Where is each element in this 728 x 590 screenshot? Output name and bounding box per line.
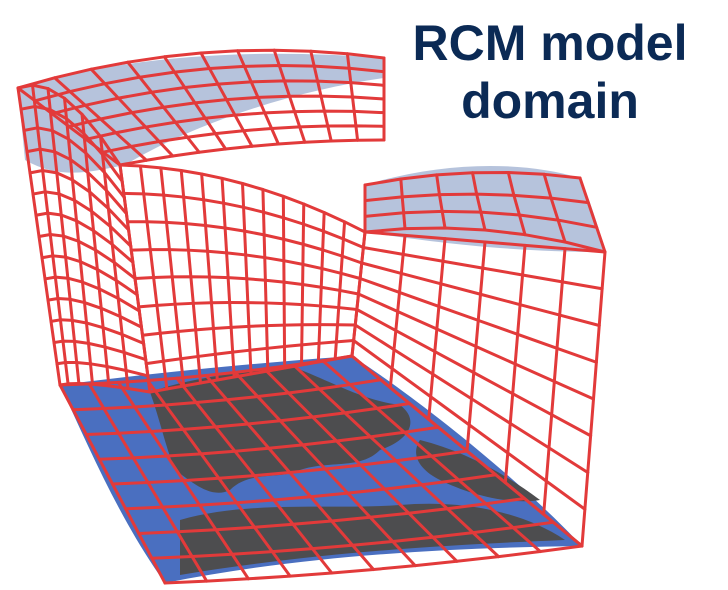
front-wall-column [159,166,186,388]
top-slab-column [272,48,307,144]
top-slab-column [309,49,333,143]
right-front-column [350,230,367,358]
left-wall-horizontal [52,339,148,362]
left-wall-horizontal [25,147,128,216]
base-grid-column [175,376,334,575]
title-line-2: domain [461,73,639,129]
front-wall-column [316,211,326,364]
left-wall-horizontal [37,232,137,280]
base-grid-column [321,359,542,553]
top-cap-right-block [365,165,605,252]
front-wall-column [118,163,152,394]
base-grid-column [262,367,459,563]
right-top-column [435,173,447,230]
page-title: RCM model domain [380,14,720,130]
left-wall-horizontal [46,296,143,329]
front-wall-column [200,172,219,382]
top-slab-column [16,86,122,167]
right-top-column [578,176,607,254]
right-front-column [542,247,567,516]
right-front-column [465,240,487,453]
front-wall-column [333,220,347,361]
top-slab-column [89,67,175,158]
land-europe [150,366,411,493]
left-wall-horizontal [49,318,146,345]
right-front-column [388,233,407,390]
right-front-column [503,243,527,485]
base-grid-column [58,383,167,585]
base-grid-column [146,379,292,578]
left-wall-horizontal [40,254,139,297]
front-wall-column [179,169,202,385]
front-wall-column [138,164,169,391]
top-slab-column [236,49,280,146]
right-top-column [542,172,567,244]
base-grid-column [350,354,584,548]
front-wall-column [300,202,306,367]
base-grid-column [233,370,417,568]
right-top-column [471,171,487,232]
left-wall-horizontal [43,275,141,313]
front-wall-column [220,176,236,379]
top-slab-column [345,52,360,142]
right-top-column [506,171,527,237]
left-wall-horizontal [31,190,133,248]
left-wall-horizontal [55,360,150,378]
left-wall-horizontal [34,211,135,264]
base-grid-column [204,374,375,571]
model-grid-wireframe [16,48,607,585]
right-front-column [580,250,607,548]
right-front-column [427,237,447,421]
front-wall-column [241,182,253,376]
title-line-1: RCM model [412,15,688,71]
left-wall-horizontal [22,126,126,199]
top-slab-column [53,76,148,162]
base-grid-column [292,363,501,559]
top-slab-column [126,60,201,154]
right-top-column [399,177,407,231]
left-wall-horizontal [28,168,131,232]
base-grid-column [87,382,209,583]
top-slab-column [199,51,254,148]
front-wall-column [261,188,270,373]
left-wall-horizontal [19,104,124,183]
top-slab-column [162,55,228,151]
base-grid-column [116,380,250,581]
front-wall-column [281,194,287,370]
